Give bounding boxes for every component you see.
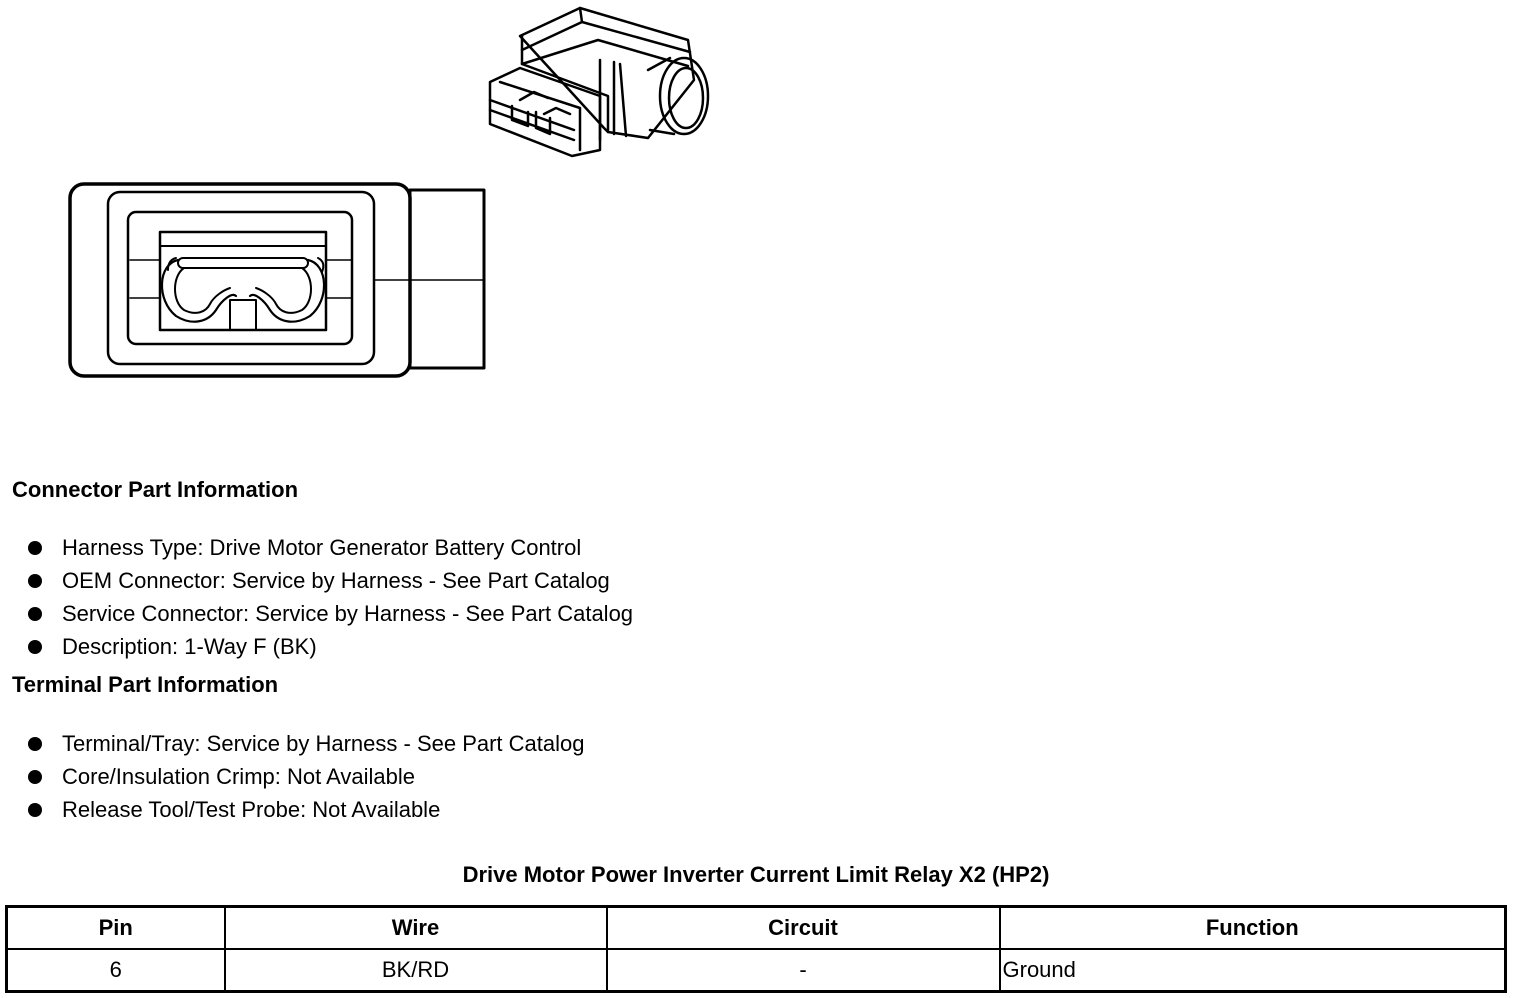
circuit-cell: - (605, 948, 1001, 993)
list-item-text: Description: 1-Way F (BK) (62, 633, 317, 659)
list-item: Harness Type: Drive Motor Generator Batt… (28, 531, 633, 564)
bullet-icon (28, 573, 42, 588)
list-item: Service Connector: Service by Harness - … (28, 597, 633, 630)
bullet-icon (28, 802, 42, 817)
column-header-pin: Pin (5, 905, 226, 950)
pin-table-title: Drive Motor Power Inverter Current Limit… (462, 862, 1050, 887)
bullet-icon (28, 736, 42, 751)
bullet-icon (28, 639, 42, 654)
column-header-circuit: Circuit (605, 905, 1001, 950)
bullet-icon (28, 540, 42, 555)
list-item-text: Terminal/Tray: Service by Harness - See … (62, 730, 585, 756)
bullet-icon (28, 606, 42, 621)
list-item: Description: 1-Way F (BK) (28, 630, 633, 663)
list-item: Core/Insulation Crimp: Not Available (28, 760, 585, 793)
table-header-row: Pin Wire Circuit Function (5, 905, 1507, 950)
list-item-text: Harness Type: Drive Motor Generator Batt… (62, 534, 582, 560)
list-item-text: Core/Insulation Crimp: Not Available (62, 763, 415, 789)
list-item: Release Tool/Test Probe: Not Available (28, 793, 585, 826)
pin-table: Pin Wire Circuit Function 6 BK/RD - Grou… (5, 905, 1507, 993)
column-header-wire: Wire (223, 905, 608, 950)
connector-info-heading: Connector Part Information (12, 477, 299, 502)
list-item-text: Release Tool/Test Probe: Not Available (62, 796, 441, 822)
list-item-text: Service Connector: Service by Harness - … (62, 600, 634, 626)
wire-cell: BK/RD (223, 948, 608, 993)
connector-info-list: Harness Type: Drive Motor Generator Batt… (28, 531, 633, 663)
function-cell: Ground (998, 948, 1507, 993)
pin-cell: 6 (5, 948, 226, 993)
column-header-function: Function (998, 905, 1507, 950)
connector-front-view-illustration (68, 182, 486, 378)
terminal-info-list: Terminal/Tray: Service by Harness - See … (28, 727, 585, 826)
list-item-text: OEM Connector: Service by Harness - See … (62, 567, 610, 593)
connector-isometric-illustration (488, 6, 710, 158)
connector-illustrations (68, 6, 710, 378)
table-row: 6 BK/RD - Ground (5, 948, 1507, 993)
bullet-icon (28, 769, 42, 784)
list-item: Terminal/Tray: Service by Harness - See … (28, 727, 585, 760)
terminal-info-heading: Terminal Part Information (12, 672, 279, 697)
list-item: OEM Connector: Service by Harness - See … (28, 564, 633, 597)
